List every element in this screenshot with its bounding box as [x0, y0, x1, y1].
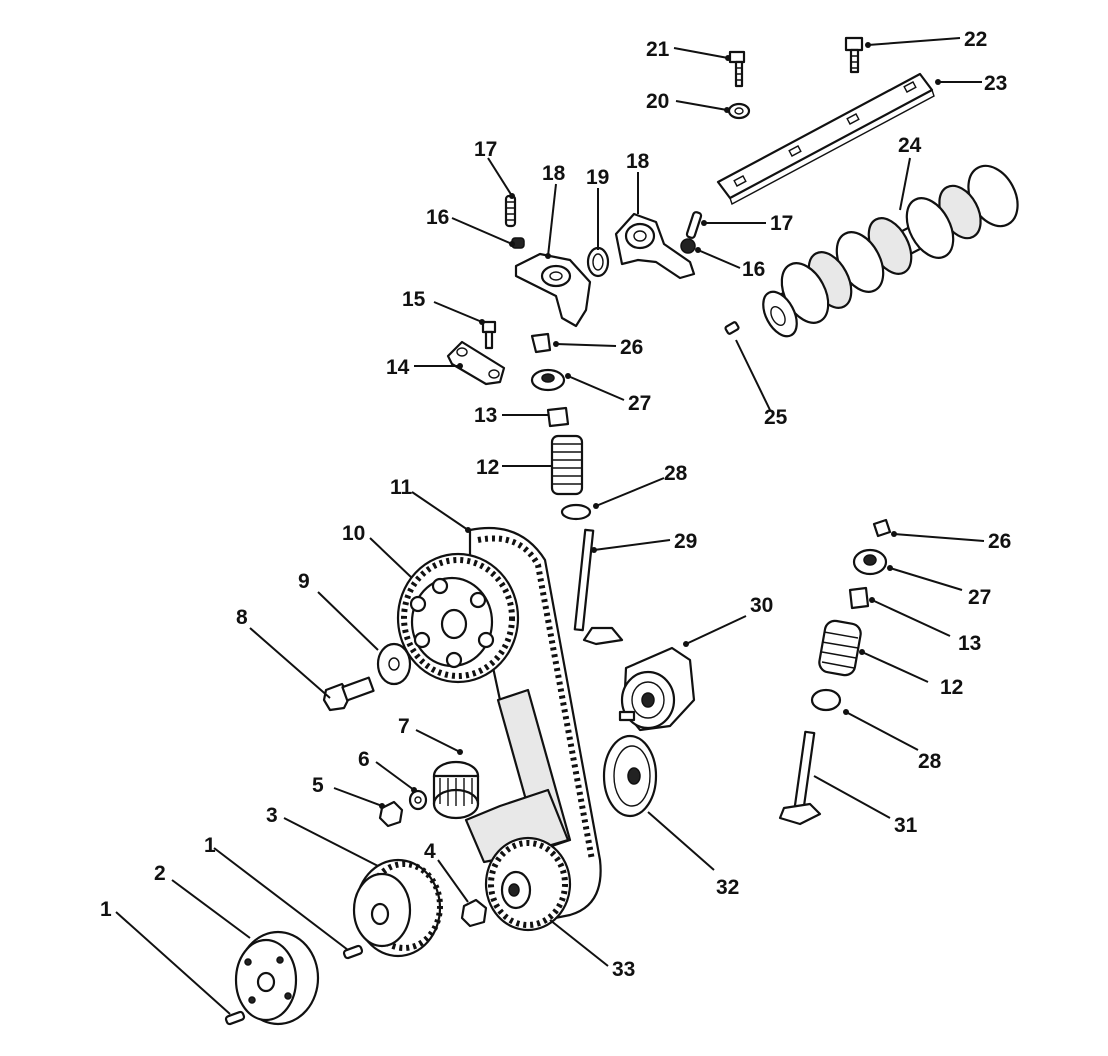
callout-29: 29: [674, 530, 697, 553]
callout-7: 7: [398, 715, 410, 738]
callout-4: 4: [424, 840, 436, 863]
callout-13-right: 13: [958, 632, 981, 655]
callout-5: 5: [312, 774, 324, 797]
callout-3: 3: [266, 804, 278, 827]
callout-26-left: 26: [620, 336, 643, 359]
spring-17-right: [685, 211, 703, 239]
callout-8: 8: [236, 606, 248, 629]
sprocket-33: [484, 836, 572, 932]
callout-11: 11: [390, 476, 413, 499]
callout-20: 20: [646, 90, 669, 113]
washer-6: [408, 789, 428, 811]
valve-31: [778, 730, 822, 826]
nut-4: [460, 898, 488, 928]
callout-30: 30: [750, 594, 773, 617]
callout-labels: 1 1 2 3 4 5 6 7 8 9 10 11 12 12 13 13 14…: [100, 28, 1011, 981]
callout-15: 15: [402, 288, 426, 311]
camshaft-sprocket: [396, 552, 520, 684]
spring-17-left: [504, 194, 517, 228]
idler-pulley-7: [432, 760, 480, 820]
adjuster-16-right: [680, 238, 696, 254]
valve-spring-12-left: [550, 434, 584, 496]
damper-pulley-2: [234, 930, 320, 1026]
rocker-arm-left: [514, 252, 592, 328]
bracket-14: [446, 340, 506, 386]
callout-23: 23: [984, 72, 1007, 95]
sprocket-washer-9: [376, 642, 412, 686]
valve-collet-26-left: [530, 332, 552, 354]
callout-12-left: 12: [476, 456, 499, 479]
callout-17-left: 17: [474, 138, 497, 161]
spring-retainer-27-right: [852, 548, 888, 576]
callout-9: 9: [298, 570, 310, 593]
callout-19: 19: [586, 166, 609, 189]
sprocket-bolt-8: [322, 676, 375, 712]
spring-seat-28-right: [810, 688, 842, 712]
callout-24: 24: [898, 134, 922, 157]
camshaft: [762, 164, 1019, 338]
callout-18-left: 18: [542, 162, 566, 185]
callout-1-upper: 1: [204, 834, 216, 857]
bolt-15: [481, 320, 497, 350]
belt-tensioner-30: [618, 646, 696, 732]
callout-33: 33: [612, 958, 635, 981]
callout-31: 31: [894, 814, 918, 837]
callout-12-right: 12: [940, 676, 963, 699]
rocker-arm-right: [614, 212, 696, 280]
crankshaft-sprocket-3: [352, 858, 443, 958]
callout-13-left: 13: [474, 404, 497, 427]
valve-seal-13-right: [848, 586, 870, 610]
callout-27-right: 27: [968, 586, 991, 609]
callout-22: 22: [964, 28, 987, 51]
callout-26-right: 26: [988, 530, 1011, 553]
callout-2: 2: [154, 862, 166, 885]
bolt-21: [728, 50, 746, 88]
spring-seat-28-left: [560, 503, 592, 521]
callout-21: 21: [646, 38, 670, 61]
bolt-22: [844, 36, 864, 74]
key-25: [724, 321, 740, 335]
callout-6: 6: [358, 748, 370, 771]
leader-lines: [115, 37, 985, 1015]
valve-spring-12-right: [818, 619, 862, 677]
callout-16-right: 16: [742, 258, 765, 281]
callout-16-left: 16: [426, 206, 449, 229]
rocker-shaft: [716, 72, 935, 206]
callout-27-left: 27: [628, 392, 651, 415]
callout-1-lower: 1: [100, 898, 112, 921]
callout-28-left: 28: [664, 462, 688, 485]
washer-19: [586, 246, 610, 278]
callout-17-right: 17: [770, 212, 793, 235]
nut-5: [378, 800, 404, 828]
valve-29: [573, 528, 624, 646]
callout-25: 25: [764, 406, 788, 429]
callout-18-right: 18: [626, 150, 650, 173]
valve-seal-13-left: [546, 406, 570, 428]
cover-plate-32: [602, 734, 658, 818]
valve-collet-26-right: [872, 518, 892, 538]
callout-28-right: 28: [918, 750, 942, 773]
spring-retainer-27-left: [530, 368, 566, 392]
pin-1-upper: [342, 944, 364, 960]
callout-14: 14: [386, 356, 410, 379]
washer-20: [727, 102, 751, 120]
pin-1-lower: [224, 1010, 246, 1026]
callout-32: 32: [716, 876, 739, 899]
callout-10: 10: [342, 522, 365, 545]
